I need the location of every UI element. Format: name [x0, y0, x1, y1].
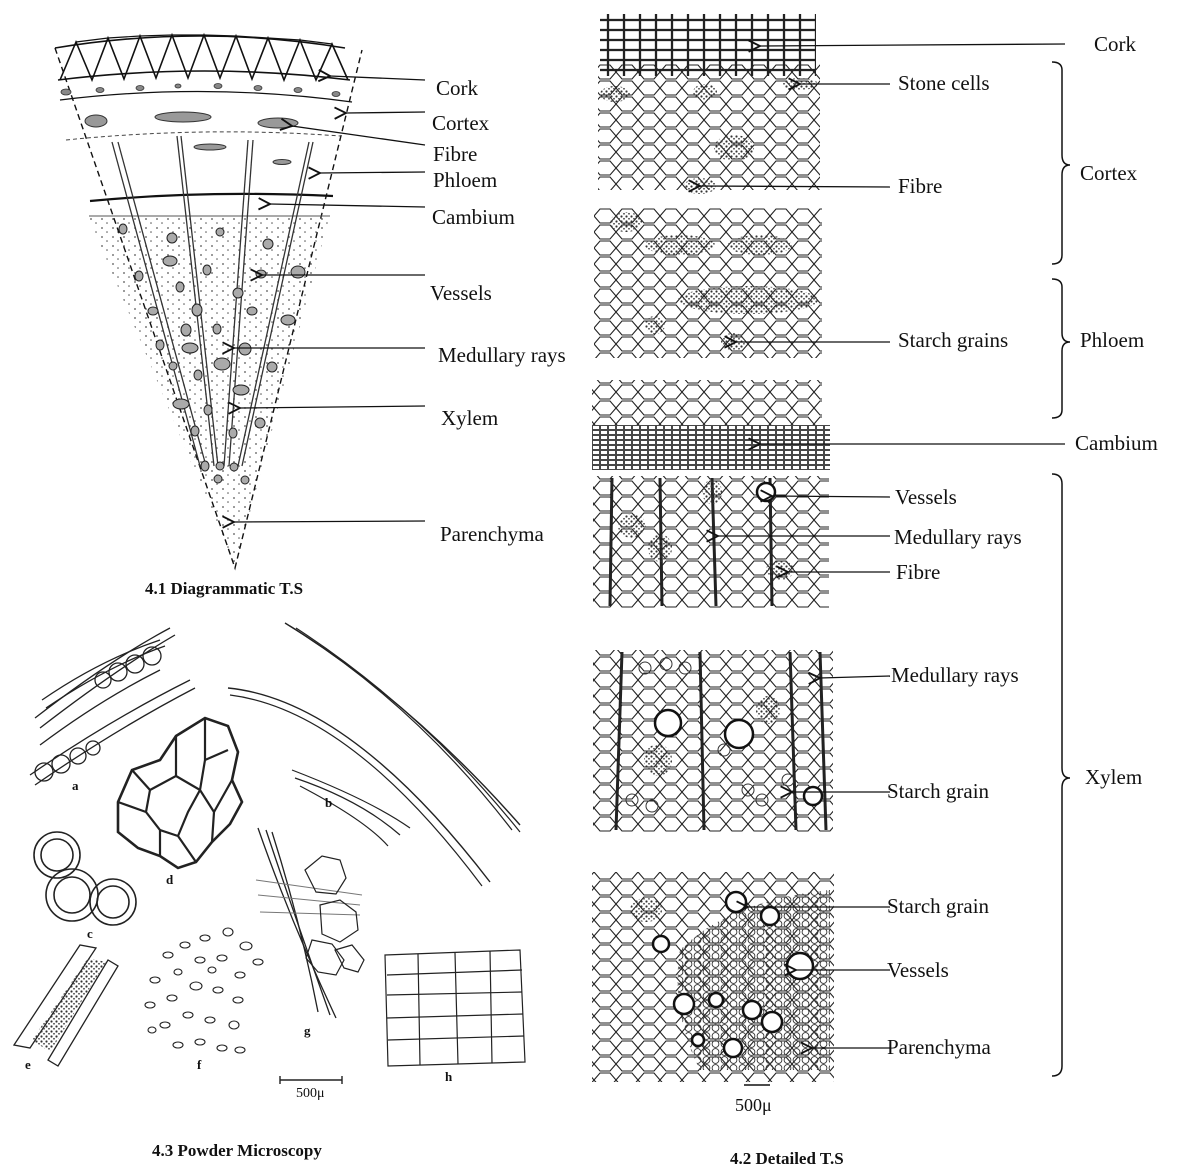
detailed-section	[592, 14, 1070, 1085]
detail-label-fibre-xylem: Fibre	[896, 562, 940, 583]
detail-label-cork: Cork	[1094, 34, 1136, 55]
detail-label-fibre-cortex: Fibre	[898, 176, 942, 197]
panel-label-h: h	[445, 1070, 452, 1083]
label-parenchyma: Parenchyma	[440, 524, 544, 545]
detail-label-vessels-lower: Vessels	[887, 960, 949, 981]
label-fibre: Fibre	[433, 144, 477, 165]
detail-label-cambium: Cambium	[1075, 433, 1158, 454]
caption-powder-microscopy: 4.3 Powder Microscopy	[152, 1142, 322, 1159]
detail-label-medullary-rays-lower: Medullary rays	[891, 665, 1019, 686]
panel-label-d: d	[166, 873, 173, 886]
bracket-label-phloem: Phloem	[1080, 330, 1144, 351]
powder-microscopy	[14, 623, 525, 1084]
detail-label-vessels-upper: Vessels	[895, 487, 957, 508]
panel-label-b: b	[325, 796, 332, 809]
label-medullary-rays: Medullary rays	[438, 345, 566, 366]
label-cambium: Cambium	[432, 207, 515, 228]
detail-label-stone-cells: Stone cells	[898, 73, 990, 94]
label-phloem: Phloem	[433, 170, 497, 191]
label-vessels: Vessels	[430, 283, 492, 304]
label-xylem: Xylem	[441, 408, 498, 429]
detail-label-starch-grains: Starch grains	[898, 330, 1008, 351]
powder-scale-bar-label: 500μ	[296, 1087, 325, 1101]
panel-label-e: e	[25, 1058, 31, 1071]
detail-label-starch-grain-upper: Starch grain	[887, 781, 989, 802]
detail-label-parenchyma: Parenchyma	[887, 1037, 991, 1058]
panel-label-g: g	[304, 1024, 311, 1037]
detail-label-starch-grain-lower: Starch grain	[887, 896, 989, 917]
detail-label-medullary-rays-upper: Medullary rays	[894, 527, 1022, 548]
panel-label-f: f	[197, 1058, 201, 1071]
caption-detailed-ts: 4.2 Detailed T.S	[730, 1150, 844, 1167]
caption-diagrammatic-ts: 4.1 Diagrammatic T.S	[145, 580, 303, 597]
diagrammatic-section	[55, 35, 425, 568]
panel-label-a: a	[72, 779, 79, 792]
detail-scale-bar-label: 500μ	[735, 1096, 772, 1114]
bracket-label-cortex: Cortex	[1080, 163, 1137, 184]
panel-label-c: c	[87, 927, 93, 940]
bracket-label-xylem: Xylem	[1085, 767, 1142, 788]
label-cortex: Cortex	[432, 113, 489, 134]
label-cork: Cork	[436, 78, 478, 99]
